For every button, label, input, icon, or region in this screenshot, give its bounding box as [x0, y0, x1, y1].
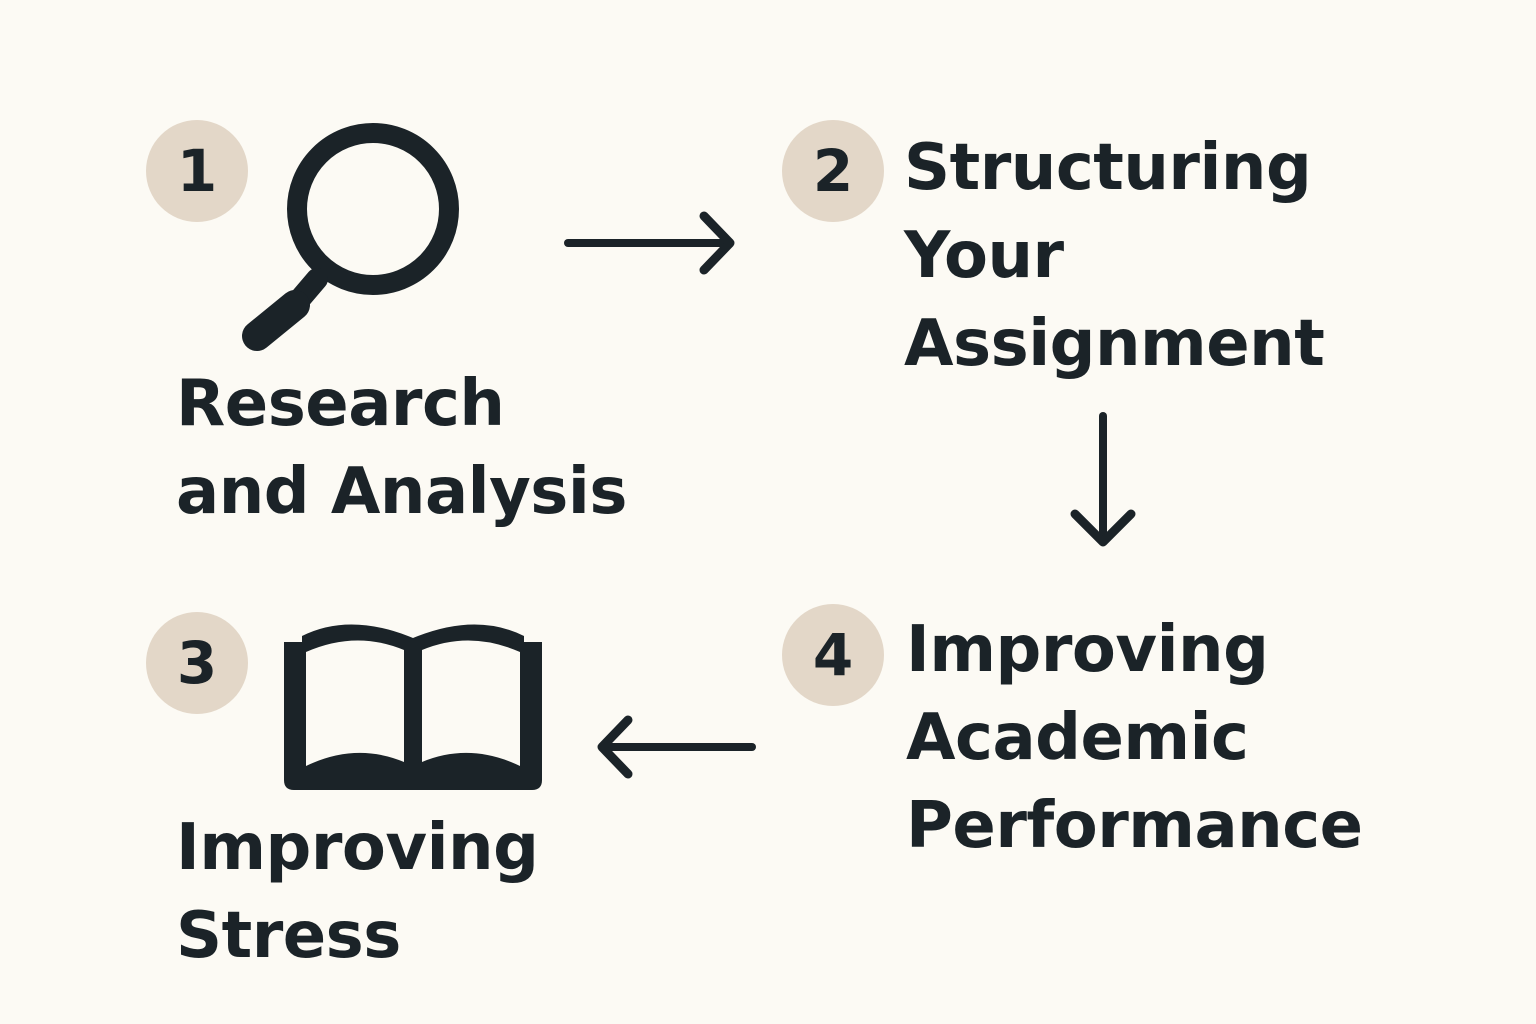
- step-1-number-badge: 1: [146, 120, 248, 222]
- step-3-number-badge: 3: [146, 612, 248, 714]
- step-3-label: Improving Stress: [176, 804, 539, 980]
- arrow-down-icon: [1070, 412, 1136, 547]
- open-book-icon: [284, 624, 542, 790]
- step-4-number-badge: 4: [782, 604, 884, 706]
- step-2-label-line-1: Structuring: [904, 131, 1312, 205]
- step-1-label: Research and Analysis: [176, 360, 627, 536]
- magnifying-glass-icon: [242, 123, 459, 351]
- step-4-label: Improving Academic Performance: [906, 606, 1363, 870]
- step-2-label-line-2: Your: [904, 219, 1064, 293]
- step-3-label-line-2: Stress: [176, 899, 401, 973]
- step-2-label: Structuring Your Assignment: [904, 124, 1325, 388]
- step-2-label-line-3: Assignment: [904, 307, 1325, 381]
- arrow-left-icon: [597, 715, 756, 779]
- step-1-label-line-2: and Analysis: [176, 455, 627, 529]
- step-2-number-badge: 2: [782, 120, 884, 222]
- step-4-label-line-2: Academic: [906, 701, 1249, 775]
- step-4-label-line-3: Performance: [906, 789, 1363, 863]
- step-3-label-line-1: Improving: [176, 811, 539, 885]
- step-4-label-line-1: Improving: [906, 613, 1269, 687]
- arrow-right-icon: [564, 211, 735, 275]
- step-1-label-line-1: Research: [176, 367, 505, 441]
